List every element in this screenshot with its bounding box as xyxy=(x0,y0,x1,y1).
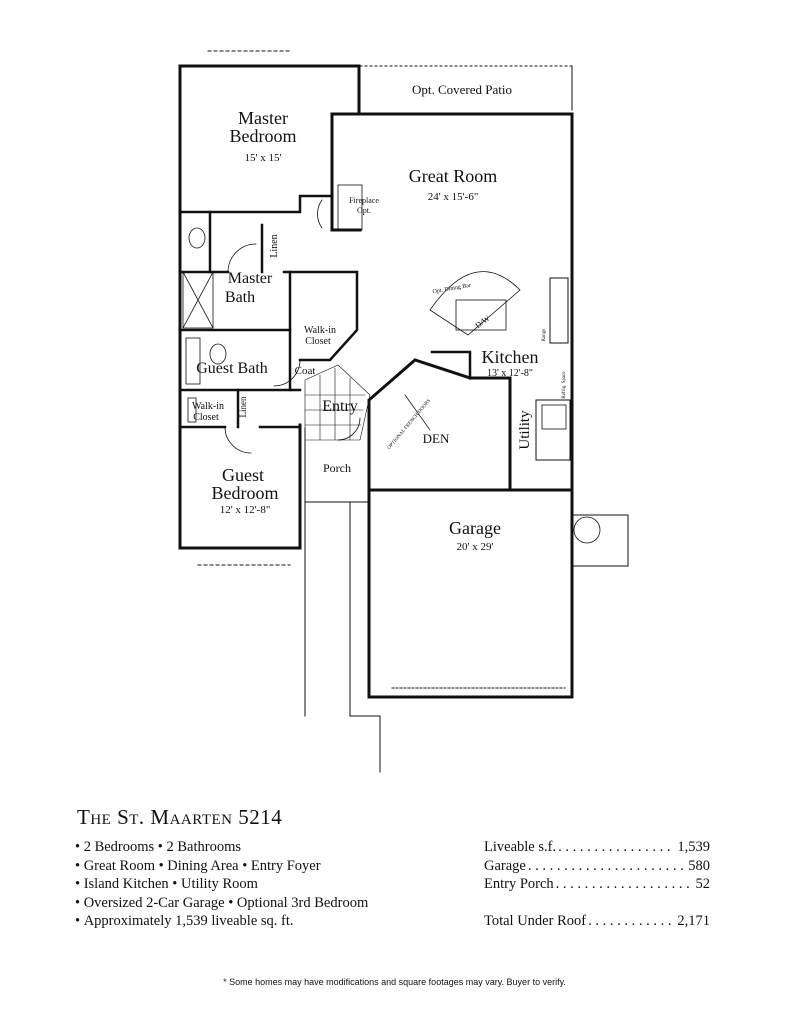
patio-label: Opt. Covered Patio xyxy=(412,82,512,97)
ref-label: Refrig. Space xyxy=(562,371,567,399)
square-footage-table: Liveable s.f. 1,539 Garage 580 Entry Por… xyxy=(484,838,710,930)
fireplace-label: Fireplace xyxy=(349,196,379,205)
walkin-closet-master-label: Walk-in xyxy=(304,325,336,336)
kitchen-size: 13' x 12'-8" xyxy=(487,368,533,379)
utility-label: Utility xyxy=(517,410,533,450)
stat-label: Liveable s.f. xyxy=(484,839,557,855)
great-room-size: 24' x 15'-6" xyxy=(428,191,479,203)
guest-bedroom-size: 12' x 12'-8" xyxy=(220,504,271,516)
feature-item: Great Room • Dining Area • Entry Foyer xyxy=(75,857,368,876)
linen-guest-label: Linen xyxy=(238,396,248,417)
great-room-label: Great Room xyxy=(409,166,497,186)
dot-leader xyxy=(528,857,686,876)
porch-label: Porch xyxy=(323,461,351,475)
den-label: DEN xyxy=(423,431,450,446)
master-bedroom-label: Master xyxy=(238,108,288,128)
dot-leader xyxy=(588,912,675,931)
stat-label: Entry Porch xyxy=(484,876,554,892)
stat-value: 580 xyxy=(688,857,710,874)
garage-size: 20' x 29' xyxy=(457,541,494,553)
feature-list: 2 Bedrooms • 2 Bathrooms Great Room • Di… xyxy=(75,838,369,931)
plan-title: The St. Maarten 5214 xyxy=(77,805,283,829)
stat-row-liveable: Liveable s.f. 1,539 xyxy=(484,838,710,857)
floor-plan: Master Bedroom 15' x 15' Opt. Covered Pa… xyxy=(178,50,629,773)
coat-label: Coat xyxy=(295,365,316,377)
master-bedroom-size: 15' x 15' xyxy=(245,152,282,164)
stat-row-entry-porch: Entry Porch 52 xyxy=(484,875,710,894)
feature-item: Oversized 2-Car Garage • Optional 3rd Be… xyxy=(75,894,369,913)
garage-label: Garage xyxy=(449,518,501,538)
master-bedroom-label-2: Bedroom xyxy=(230,126,297,146)
kitchen-label: Kitchen xyxy=(482,347,539,367)
feature-item: 2 Bedrooms • 2 Bathrooms xyxy=(75,838,368,857)
stat-row-total: Total Under Roof 2,171 xyxy=(484,912,710,931)
guest-bedroom-label-2: Bedroom xyxy=(212,483,279,503)
stat-value: 52 xyxy=(695,876,711,892)
stat-value: 1,539 xyxy=(677,839,710,855)
stat-label: Total Under Roof xyxy=(484,912,587,929)
feature-item: Approximately 1,539 liveable sq. ft. xyxy=(75,912,368,931)
guest-bath-label: Guest Bath xyxy=(196,360,268,377)
range-label: Range xyxy=(542,328,547,342)
stat-label: Garage xyxy=(484,857,526,874)
dw-label: D/W xyxy=(474,314,492,331)
dot-leader xyxy=(558,838,675,857)
guest-bedroom-label: Guest xyxy=(222,465,264,485)
walkin-closet-guest-label-2: Closet xyxy=(193,412,219,423)
master-bath-label-2: Bath xyxy=(225,289,255,306)
walkin-closet-guest-label: Walk-in xyxy=(192,401,224,412)
master-bath-label: Master xyxy=(228,270,273,287)
stat-value: 2,171 xyxy=(677,912,710,929)
fireplace-label-2: Opt. xyxy=(357,206,371,215)
walkin-closet-master-label-2: Closet xyxy=(305,336,331,347)
entry-label: Entry xyxy=(322,398,358,415)
dot-leader xyxy=(556,875,694,894)
feature-item: Island Kitchen • Utility Room xyxy=(75,875,368,894)
disclaimer: * Some homes may have modifications and … xyxy=(223,977,566,987)
linen-master-label: Linen xyxy=(269,234,280,257)
stat-row-garage: Garage 580 xyxy=(484,857,710,876)
